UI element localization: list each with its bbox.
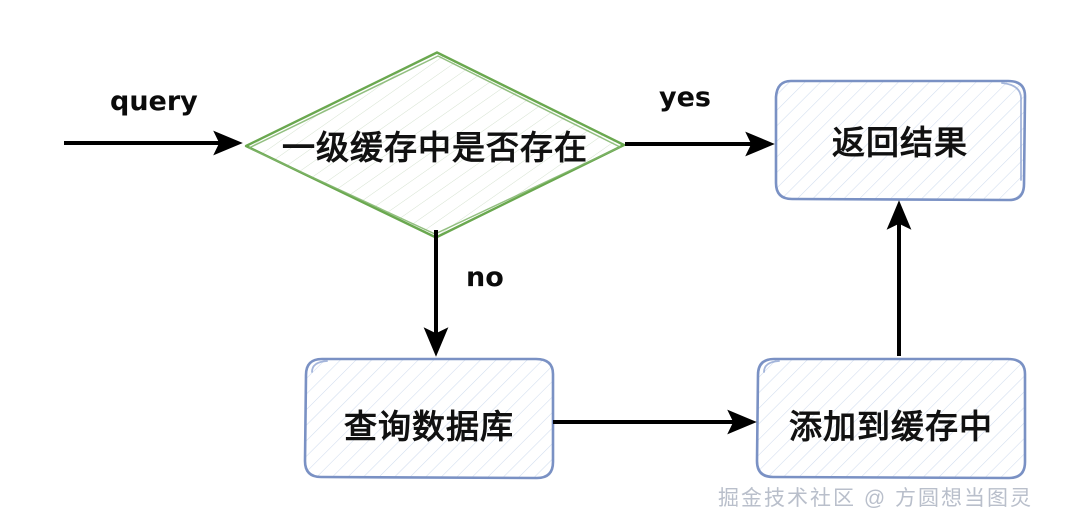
decision-fill <box>245 52 625 238</box>
node-query-database[interactable] <box>303 357 555 480</box>
node-return-result[interactable] <box>774 79 1027 202</box>
node-decision-cache[interactable] <box>244 51 626 239</box>
return-result-outline-sketch <box>1001 82 1022 181</box>
decision-outline-secondary <box>248 55 621 235</box>
query-database-fill <box>305 358 553 478</box>
return-result-outline <box>774 79 1027 202</box>
add-to-cache-outline-sketch <box>763 360 780 373</box>
decision-outline-primary <box>244 51 626 239</box>
add-to-cache-fill <box>757 358 1025 478</box>
node-add-to-cache[interactable] <box>755 357 1027 480</box>
return-result-fill <box>775 80 1025 200</box>
query-database-outline-sketch <box>311 360 328 373</box>
add-to-cache-outline <box>755 357 1027 480</box>
query-database-outline <box>303 357 555 480</box>
